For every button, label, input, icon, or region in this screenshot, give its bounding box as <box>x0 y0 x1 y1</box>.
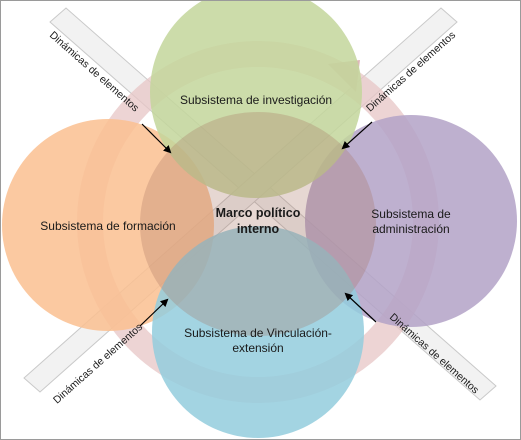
administration-label-line1: Subsistema de <box>371 207 451 221</box>
arrow-top-right <box>341 121 373 150</box>
arrow-top-left <box>141 123 172 154</box>
administration-label-line2: administración <box>372 222 449 236</box>
extension-label-line1: Subsistema de Vinculación- <box>184 326 332 340</box>
circle-training <box>2 119 214 331</box>
circle-administration <box>305 115 517 327</box>
center-label-line1: Marco político <box>216 206 301 220</box>
center-overlap <box>140 112 376 336</box>
extension-label-line2: extensión <box>232 341 283 355</box>
circle-research <box>150 0 362 198</box>
circle-extension <box>152 226 364 438</box>
research-label: Subsistema de investigación <box>180 93 332 107</box>
arrow-bottom-right <box>344 292 377 323</box>
arrow-bottom-left <box>139 298 169 327</box>
center-label-line2: interno <box>237 222 280 236</box>
training-label: Subsistema de formación <box>40 219 175 233</box>
